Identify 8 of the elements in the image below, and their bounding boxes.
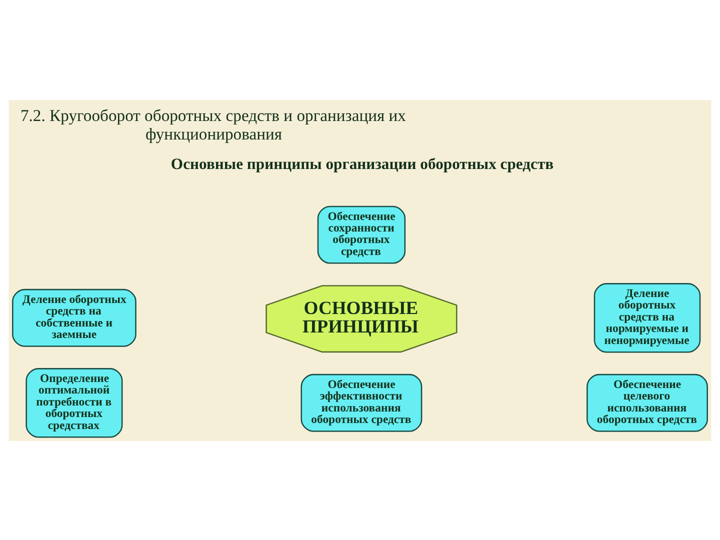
node-box: Деление оборотных средств на собственные и заемные <box>12 288 136 346</box>
node-box: Обеспечение целевого использования оборотных средств <box>586 373 708 432</box>
node-box: Определение оптимальной потребности в оборотных средствах <box>26 368 123 438</box>
label: Основные принципы организации оборотных средств <box>170 156 554 173</box>
node-box: Обеспечение эффективности использования оборотных средств <box>300 373 422 432</box>
node-box: Деление оборотных средств на нормируемые и ненормируемые <box>594 282 701 352</box>
node-box: Обеспечение сохранности оборотных средств <box>317 205 406 264</box>
diagram-title: 7.2. Кругооборот оборотных средств и организация их функционирования <box>20 106 406 144</box>
